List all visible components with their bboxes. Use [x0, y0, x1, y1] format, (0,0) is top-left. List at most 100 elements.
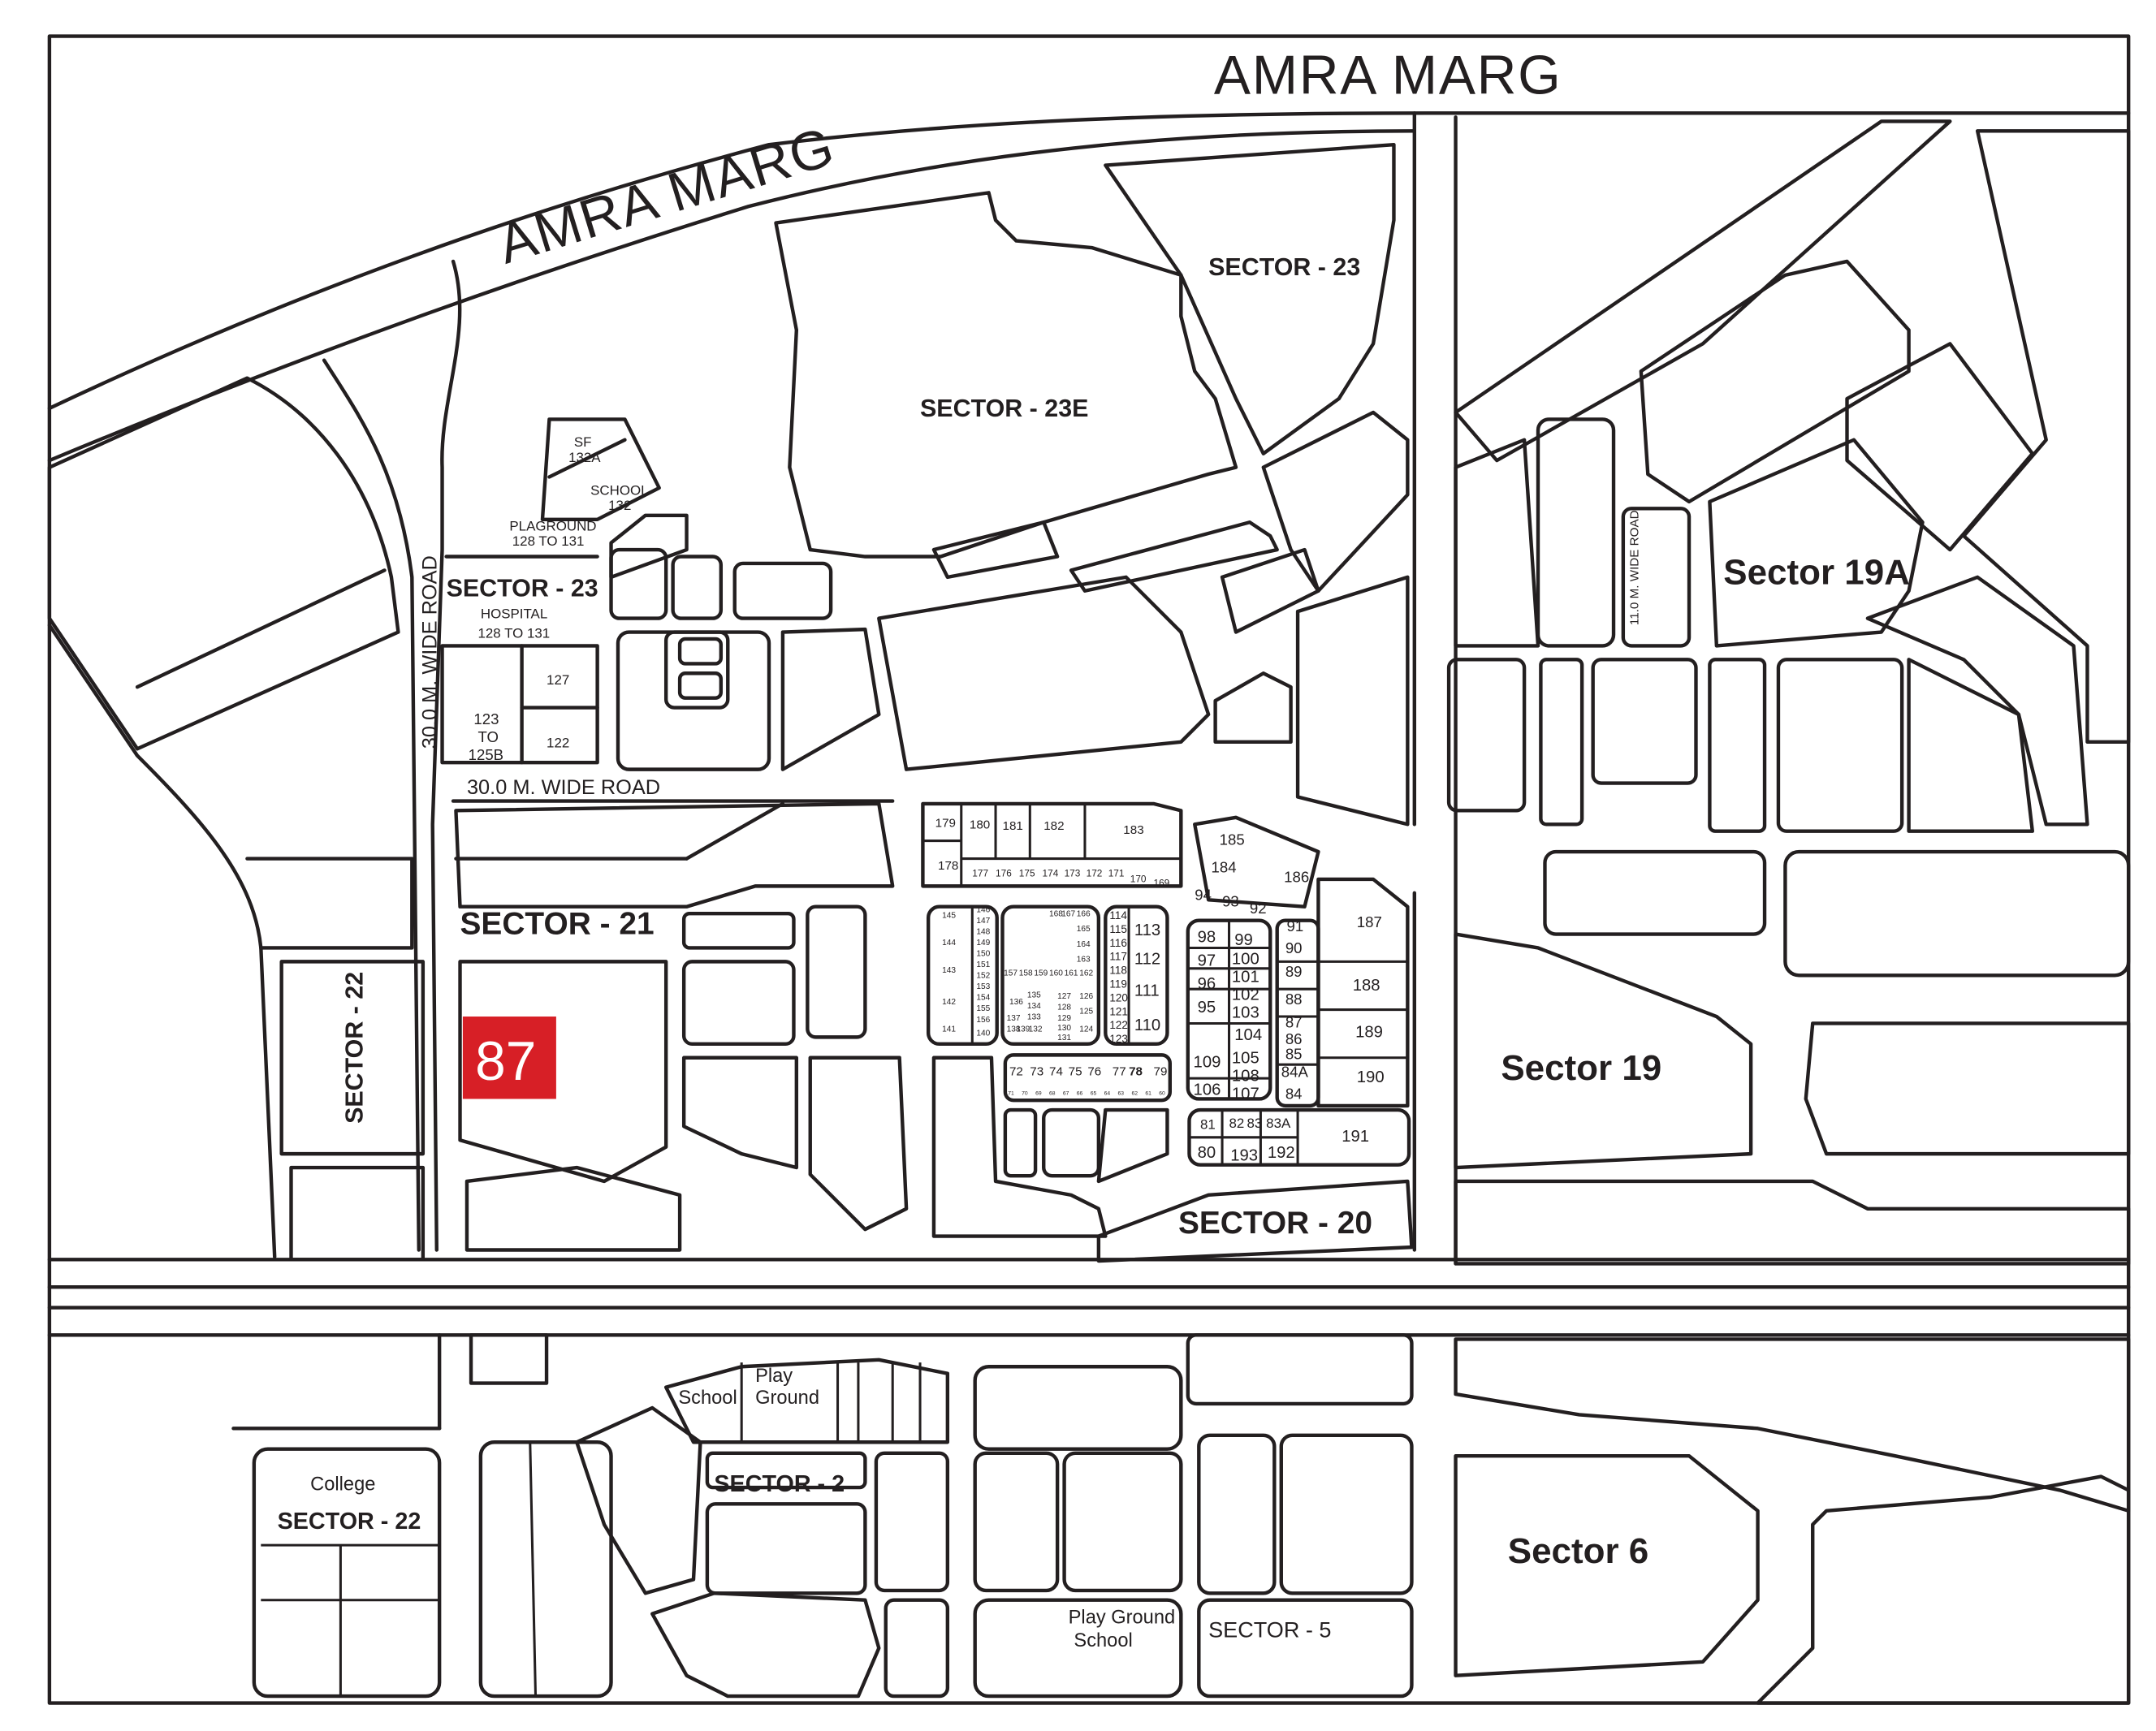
- plot-label: 130: [1057, 1024, 1071, 1033]
- plot-label: 141: [942, 1025, 956, 1034]
- plot-label: 105: [1232, 1050, 1259, 1068]
- sector-23-plot-labels: 127 123 TO 125B 122: [469, 672, 570, 763]
- plot-label: 110: [1134, 1017, 1160, 1034]
- plot-label: 116: [1109, 937, 1127, 949]
- plot-label: 184: [1212, 858, 1237, 875]
- roads: [47, 111, 2131, 1337]
- plot-label: 164: [1077, 940, 1091, 949]
- plot-label: 107: [1232, 1085, 1259, 1103]
- plot-label: 100: [1232, 951, 1259, 969]
- plot-label: 183: [1123, 823, 1143, 837]
- plot-label: 71: [1008, 1090, 1014, 1096]
- plot-label: 83: [1247, 1116, 1263, 1131]
- plot-label: 73: [1030, 1065, 1043, 1079]
- plot-label: 156: [976, 1016, 990, 1025]
- plot-label: 68: [1049, 1090, 1056, 1096]
- sector-23e: [609, 142, 1410, 827]
- plot-label: 131: [1057, 1034, 1071, 1042]
- plot-label: 163: [1077, 955, 1091, 964]
- plot-label: 192: [1268, 1144, 1295, 1162]
- plot-label: 151: [976, 960, 990, 969]
- plot-label: 90: [1285, 939, 1303, 956]
- plot-label: 114: [1109, 909, 1127, 922]
- school-s5-label: School: [1074, 1630, 1132, 1651]
- sector-22-bottom-label: SECTOR - 22: [278, 1509, 421, 1535]
- plot-label: 113: [1134, 922, 1160, 939]
- plot-label: 121: [1109, 1005, 1128, 1017]
- plot-label: 119: [1109, 978, 1127, 991]
- plot-label: 111: [1134, 982, 1160, 1000]
- plot-label: 155: [976, 1004, 990, 1013]
- sector-19a-label: Sector 19A: [1723, 552, 1910, 592]
- south-sectors: [231, 1333, 2131, 1705]
- plot-label: 117: [1109, 951, 1127, 963]
- plot-label: 189: [1355, 1023, 1383, 1041]
- plot-label: 125: [1079, 1008, 1093, 1017]
- plot-label: 84A: [1281, 1063, 1309, 1080]
- plot-label: 97: [1198, 952, 1216, 969]
- plot-label: 146: [976, 905, 990, 914]
- plot-label: 167: [1061, 910, 1075, 919]
- plot-label: 175: [1019, 868, 1035, 879]
- sector-6-label: Sector 6: [1508, 1531, 1648, 1571]
- plot-label: 148: [976, 928, 990, 937]
- plot-label: 193: [1230, 1147, 1258, 1165]
- plot-to-label: TO: [477, 728, 499, 745]
- plot-label: 136: [1009, 998, 1023, 1007]
- plot-label: 162: [1079, 969, 1093, 978]
- plot-label: 96: [1198, 975, 1216, 993]
- plaground-label: PLAGROUND: [509, 518, 596, 533]
- plot-label: 126: [1079, 992, 1093, 1001]
- facility-labels: SF 132A SCHOOL 132 PLAGROUND 128 TO 131 …: [310, 434, 1175, 1651]
- plot-label: 118: [1109, 965, 1127, 977]
- plot-label: 74: [1049, 1065, 1063, 1079]
- plot-label: 62: [1131, 1090, 1138, 1096]
- plot-label: 98: [1198, 929, 1216, 947]
- plot-label: 176: [996, 868, 1012, 879]
- sector-23e-label: SECTOR - 23E: [920, 395, 1088, 422]
- plot-label: 166: [1077, 910, 1091, 919]
- plot-label: 70: [1022, 1090, 1028, 1096]
- marker-label[interactable]: 87: [475, 1031, 536, 1092]
- plot-label: 122: [1109, 1019, 1128, 1031]
- plot-label: 79: [1154, 1065, 1168, 1079]
- plot-label: 173: [1065, 868, 1081, 879]
- plot-label: 128: [1057, 1004, 1071, 1012]
- play-s2-label: Play: [755, 1366, 793, 1387]
- plot-label: 177: [972, 868, 988, 879]
- plot-label: 190: [1357, 1068, 1385, 1086]
- plot-label: 101: [1232, 969, 1259, 986]
- plot-label: 129: [1057, 1014, 1071, 1023]
- plot-127: 127: [547, 672, 569, 688]
- plot-label: 172: [1087, 868, 1103, 879]
- plot-label: 88: [1285, 991, 1303, 1008]
- plot-label: 134: [1027, 1002, 1041, 1011]
- plot-label: 179: [935, 817, 956, 831]
- plot-label: 147: [976, 917, 990, 926]
- plot-label: 149: [976, 939, 990, 948]
- plot-label: 120: [1109, 991, 1128, 1004]
- plot-label: 94: [1195, 886, 1212, 903]
- plot-label: 135: [1027, 991, 1041, 999]
- plot-label: 159: [1034, 969, 1048, 978]
- plot-125b-label: 125B: [469, 746, 503, 763]
- sector-20-label: SECTOR - 20: [1178, 1206, 1372, 1241]
- sector-22-block: [279, 960, 426, 1156]
- plot-label: 84: [1285, 1085, 1303, 1102]
- sector-19-label: Sector 19: [1501, 1048, 1661, 1088]
- plot-label: 115: [1109, 923, 1127, 935]
- plot-label: 66: [1077, 1090, 1083, 1096]
- plot-label: 83A: [1266, 1116, 1291, 1131]
- plot-label: 191: [1342, 1128, 1369, 1146]
- plot-87-marker[interactable]: 87: [462, 1017, 556, 1099]
- sector-20-plot-labels: 179 180 181 182 183 178 177 176 175 174 …: [935, 817, 1385, 1165]
- plot-label: 61: [1145, 1090, 1151, 1096]
- college-label: College: [310, 1474, 375, 1495]
- plot-label: 180: [970, 818, 990, 831]
- hospital-range-label: 128 TO 131: [477, 625, 550, 641]
- sf-label: SF: [574, 434, 592, 450]
- school-label: SCHOOL: [590, 482, 648, 498]
- marker-box[interactable]: [462, 1017, 556, 1099]
- plot-label: 76: [1087, 1065, 1101, 1079]
- plot-label: 108: [1232, 1068, 1259, 1086]
